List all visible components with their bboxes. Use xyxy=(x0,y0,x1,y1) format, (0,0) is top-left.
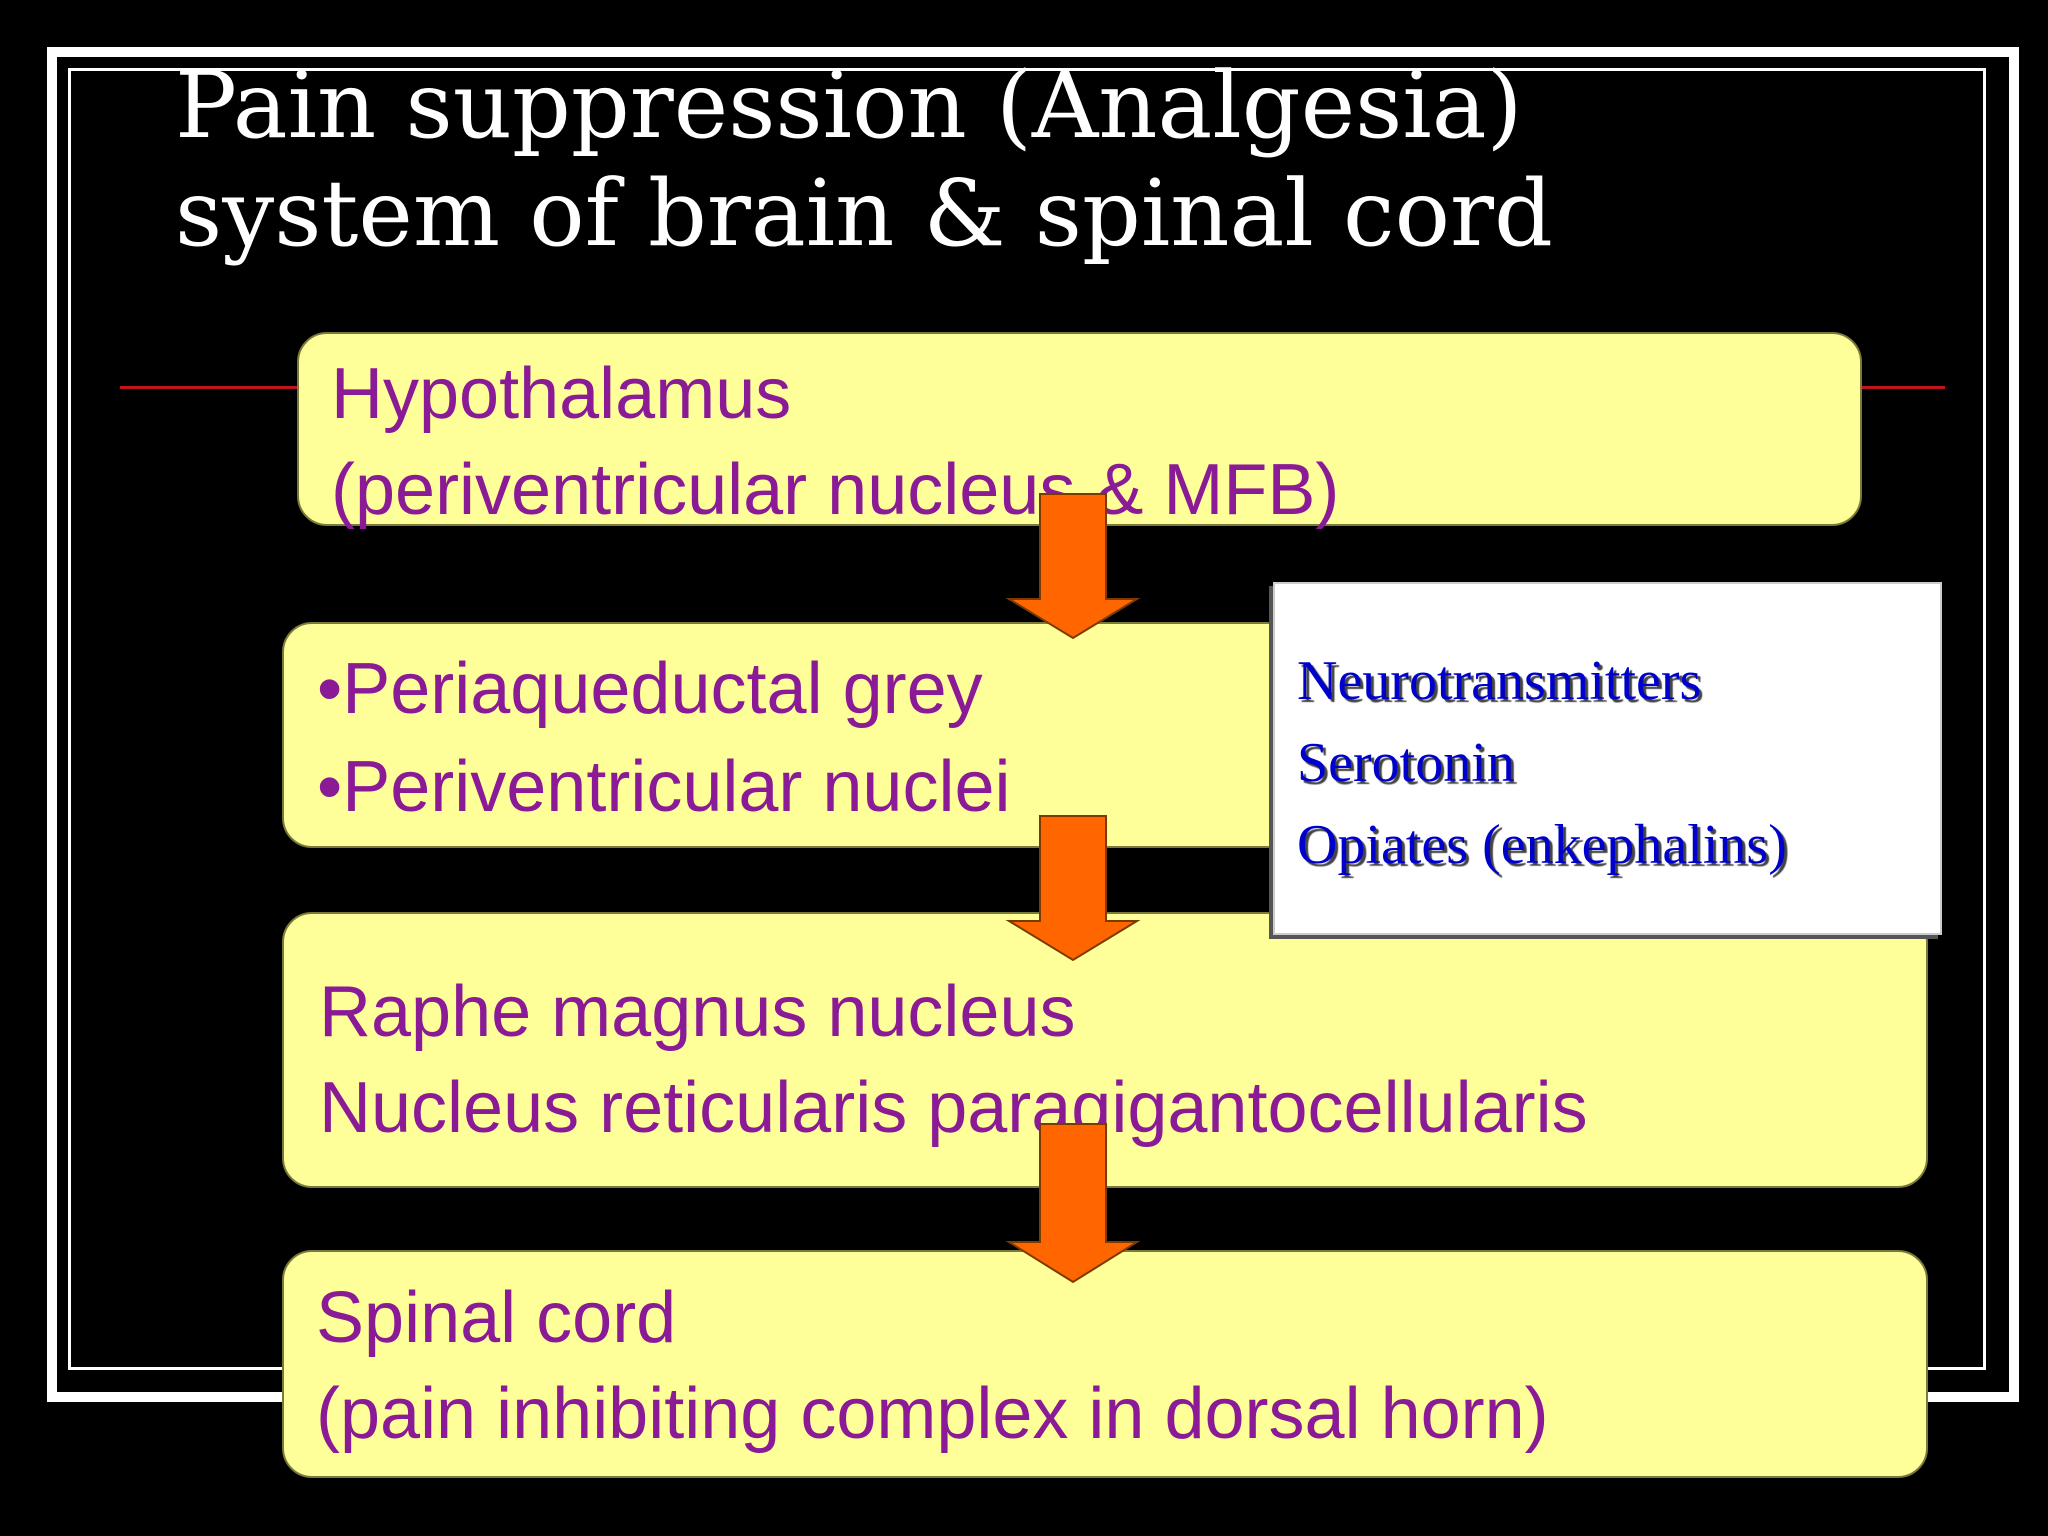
title-line-2: system of brain & spinal cord xyxy=(175,160,1553,267)
bullet-icon: • xyxy=(317,649,343,729)
spinal-cord-box: Spinal cord (pain inhibiting complex in … xyxy=(282,1250,1928,1478)
down-arrow-icon xyxy=(1005,815,1141,962)
hypothalamus-label: Hypothalamus xyxy=(331,354,792,434)
neurotransmitter-item: Opiates (enkephalins) xyxy=(1297,814,1787,876)
periventricular-nuclei-label: Periventricular nuclei xyxy=(342,747,1011,827)
bullet-icon: • xyxy=(317,747,343,827)
down-arrow-icon xyxy=(1005,493,1141,640)
neurotransmitters-heading: Neurotransmitters xyxy=(1297,650,1702,712)
neurotransmitters-box: Neurotransmitters Serotonin Opiates (enk… xyxy=(1273,582,1942,935)
spinal-cord-label: Spinal cord xyxy=(316,1278,677,1358)
periaqueductal-grey-label: Periaqueductal grey xyxy=(342,649,983,729)
raphe-magnus-label: Raphe magnus nucleus xyxy=(319,972,1076,1052)
hypothalamus-detail: (periventricular nucleus & MFB) xyxy=(331,450,1340,530)
slide-title: Pain suppression (Analgesia) system of b… xyxy=(175,52,1553,268)
midbrain-item-1: •Periaqueductal grey xyxy=(317,640,1320,738)
midbrain-item-2: •Periventricular nuclei xyxy=(317,738,1320,836)
neurotransmitter-item: Serotonin xyxy=(1297,732,1515,794)
down-arrow-icon xyxy=(1005,1123,1141,1284)
spinal-cord-detail: (pain inhibiting complex in dorsal horn) xyxy=(316,1374,1549,1454)
hypothalamus-box: Hypothalamus (periventricular nucleus & … xyxy=(297,332,1862,530)
midbrain-box: •Periaqueductal grey •Periventricular nu… xyxy=(282,622,1322,848)
reticularis-label: Nucleus reticularis paragigantocellulari… xyxy=(319,1068,1588,1148)
medulla-box: Raphe magnus nucleus Nucleus reticularis… xyxy=(282,912,1928,1188)
title-line-1: Pain suppression (Analgesia) xyxy=(175,52,1523,159)
